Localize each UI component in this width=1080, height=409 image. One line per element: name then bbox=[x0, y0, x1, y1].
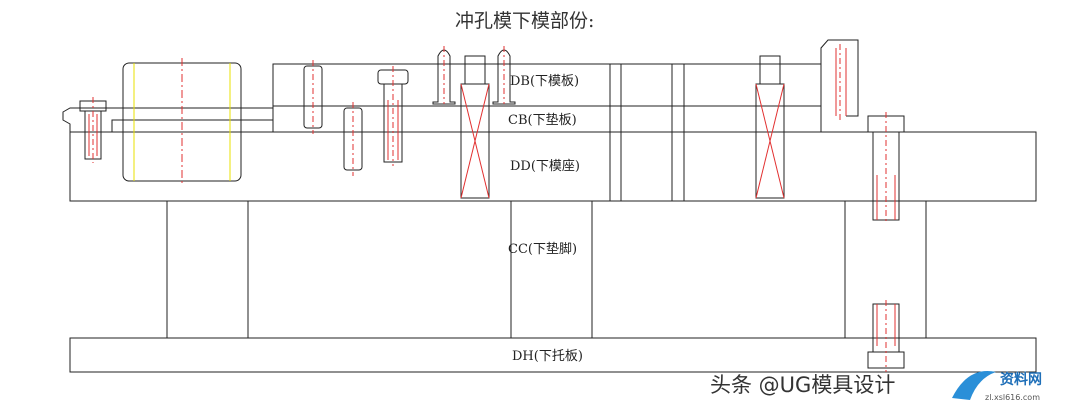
watermark-text: 头条 @UG模具设计 bbox=[710, 373, 895, 397]
stop-bracket bbox=[820, 39, 859, 117]
label-db: DB(下模板) bbox=[510, 74, 579, 89]
cc-parallel-1 bbox=[166, 200, 249, 339]
logo-text: 资料网 bbox=[1000, 371, 1042, 388]
logo-url: zl.xsl616.com bbox=[985, 393, 1040, 402]
pilot-pin-1 bbox=[432, 49, 456, 105]
label-cb: CB(下垫板) bbox=[508, 112, 577, 128]
label-cc: CC(下垫脚) bbox=[508, 241, 577, 257]
pilot-pin-2 bbox=[492, 49, 516, 105]
spring-rod-2 bbox=[759, 55, 781, 85]
watermark-logo: 资料网 zl.xsl616.com bbox=[952, 371, 1042, 402]
label-dd: DD(下模座) bbox=[510, 159, 580, 174]
spring-pocket-2 bbox=[755, 83, 785, 199]
label-dh: DH(下托板) bbox=[512, 349, 583, 364]
clamp-strip bbox=[62, 107, 274, 133]
logo-swoosh-icon bbox=[952, 371, 996, 400]
cc-parallel-2 bbox=[510, 200, 593, 339]
drawing-title: 冲孔模下模部份: bbox=[455, 10, 594, 32]
spring-rod-1 bbox=[464, 55, 486, 85]
spring-pocket-1 bbox=[460, 83, 490, 199]
dh-plate bbox=[69, 337, 1037, 373]
